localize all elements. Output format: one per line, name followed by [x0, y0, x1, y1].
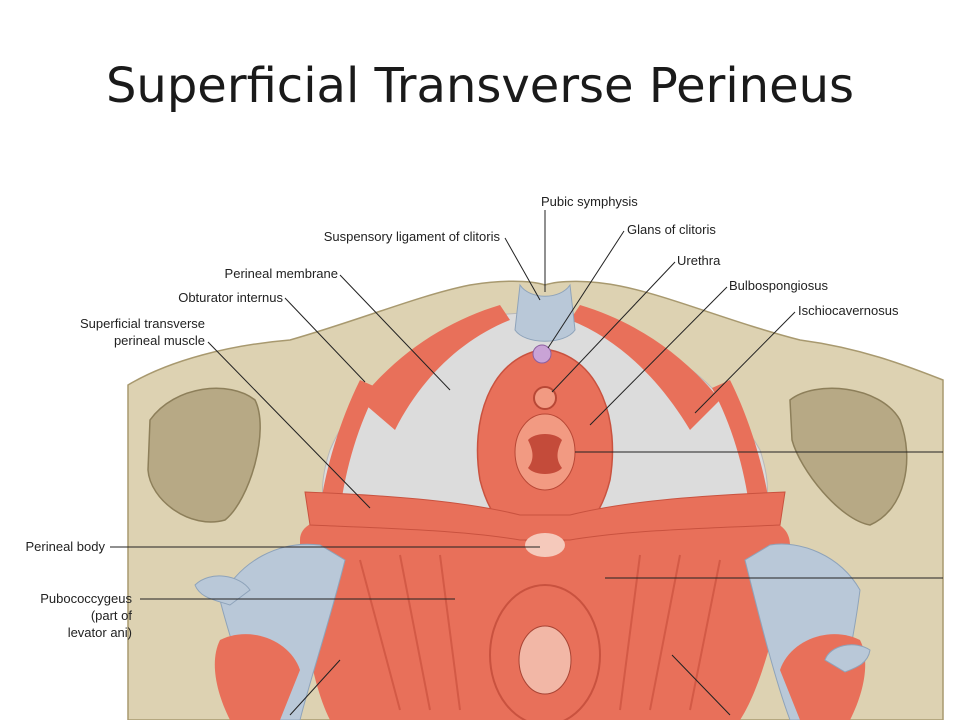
- obturator-internus-right: [712, 380, 770, 512]
- label-pubococcygeus-line1: Pubococcygeus: [40, 591, 132, 606]
- leader-ischiocavernosus: [694, 311, 796, 414]
- label-suspensory-ligament: Suspensory ligament of clitoris: [324, 229, 501, 244]
- leader-anal: [671, 654, 731, 716]
- pubic-symphysis: [514, 283, 576, 342]
- leader-suspensory: [504, 237, 541, 301]
- leader-glans: [547, 230, 625, 349]
- gluteal-muscle-left: [214, 634, 300, 720]
- vaginal-orifice: [528, 434, 562, 474]
- label-glans-of-clitoris: Glans of clitoris: [627, 222, 716, 237]
- ischiocavernosus-left: [360, 305, 510, 430]
- label-bulbospongiosus: Bulbospongiosus: [729, 278, 829, 293]
- leader-obturator: [284, 297, 366, 383]
- label-superficial-transverse-line2: perineal muscle: [114, 333, 205, 348]
- leader-urethra: [551, 261, 676, 393]
- urethra-opening: [533, 386, 557, 410]
- label-perineal-body: Perineal body: [26, 539, 106, 554]
- perineal-body: [525, 533, 565, 557]
- label-urethra: Urethra: [677, 253, 721, 268]
- label-superficial-transverse-line1: Superficial transverse: [80, 316, 205, 331]
- label-obturator-internus: Obturator internus: [178, 290, 283, 305]
- leader-bulbospongiosus: [589, 286, 728, 426]
- glans-of-clitoris: [532, 344, 552, 364]
- leader-superficial-transverse: [207, 341, 371, 509]
- superficial-transverse-perineal-muscle: [304, 491, 786, 541]
- ischiocavernosus-right: [570, 305, 720, 430]
- label-pubococcygeus-line2: (part of: [91, 608, 133, 623]
- label-pubic-symphysis: Pubic symphysis: [541, 194, 638, 209]
- leader-perineal-membrane: [339, 274, 451, 391]
- label-ischiocavernosus: Ischiocavernosus: [798, 303, 899, 318]
- page-title: Superficial Transverse Perineus: [105, 58, 855, 114]
- obturator-foramen-right: [789, 387, 908, 526]
- anus: [518, 625, 572, 695]
- obturator-foramen-left: [147, 387, 261, 523]
- label-pubococcygeus-line3: levator ani): [68, 625, 132, 640]
- tendon-tip-left: [194, 575, 251, 606]
- levator-ani-striations: [359, 554, 721, 711]
- leader-ligament: [289, 659, 341, 716]
- tendon-tip-right: [824, 644, 871, 673]
- label-perineal-membrane: Perineal membrane: [225, 266, 338, 281]
- obturator-internus-left: [320, 380, 378, 512]
